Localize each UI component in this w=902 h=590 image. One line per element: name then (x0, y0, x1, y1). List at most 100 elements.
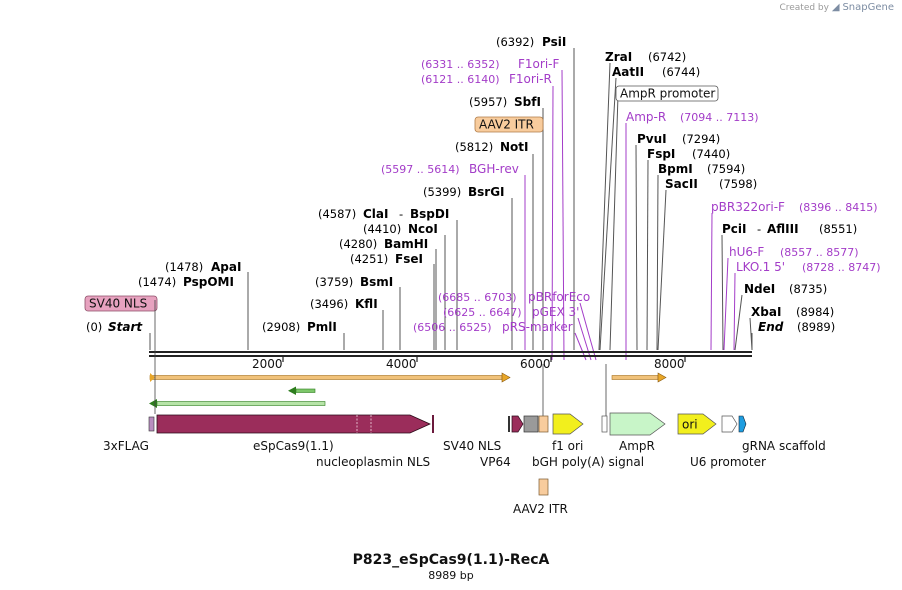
site-pos-xbaI: (8984) (796, 305, 834, 319)
site-name-start: Start (108, 320, 143, 334)
site-name-end: End (758, 320, 784, 334)
feature-ori (677, 413, 717, 435)
site-pos-bsmI: (3759) (315, 275, 353, 289)
site-name-notI: NotI (500, 140, 529, 154)
tick-8000: 8000 (654, 357, 685, 371)
primer-range-hu6-f: (8557 .. 8577) (780, 246, 859, 259)
ampr-promoter-tag (615, 85, 719, 102)
site-name-pmlI: PmlI (307, 320, 337, 334)
feature-track: ori (148, 300, 747, 496)
site-name-psiI: PsiI (542, 35, 566, 49)
primer-name-amp-r: Amp-R (626, 110, 666, 124)
site-name-fspI: FspI (647, 147, 675, 161)
watermark-brand: SnapGene (842, 2, 894, 13)
watermark-prefix: Created by (779, 3, 829, 13)
primer-name-prs-marker: pRS-marker (502, 320, 573, 334)
primer-range-prs-marker: (6506 .. 6525) (413, 321, 492, 334)
site-pos-ncoI: (4410) (363, 222, 401, 236)
site-name-bpmI: BpmI (658, 162, 693, 176)
site-pos-sacII: (7598) (719, 177, 757, 191)
ruler-tick-labels: 2000 4000 6000 8000 (252, 357, 685, 371)
feature-ampr (609, 412, 666, 436)
site-name-ncoI: NcoI (408, 222, 438, 236)
site-pos-bpmI: (7594) (707, 162, 745, 176)
site-pos-aatII: (6744) (662, 65, 700, 79)
dna-backbone (149, 351, 752, 362)
primer-name-bgh-rev: BGH-rev (469, 162, 519, 176)
site-name-fseI: FseI (395, 252, 423, 266)
ampr-promoter-tag-label: AmpR promoter (620, 87, 715, 101)
site-pos-fspI: (7440) (692, 147, 730, 161)
primer-name-pbr322ori-f: pBR322ori-F (711, 200, 785, 214)
feature-label-3xflag: 3xFLAG (103, 439, 149, 453)
feature-label-espcas9: eSpCas9(1.1) (253, 439, 334, 453)
feature-vp64 (511, 415, 524, 433)
tick-2000: 2000 (252, 357, 283, 371)
left-site-labels: (6392) PsiI (6331 .. 6352) F1ori-F (6121… (84, 35, 590, 334)
feature-u6-promoter (721, 415, 738, 433)
primer-leader-lines (524, 69, 736, 361)
site-pos-ndeI: (8735) (789, 282, 827, 296)
site-pos-bamhI: (4280) (339, 237, 377, 251)
feature-3xflag (148, 416, 155, 432)
site-name-bamhI: BamHI (384, 237, 428, 251)
primer-name-f1ori-f: F1ori-F (518, 57, 559, 71)
feature-aav2-itr-2 (538, 478, 549, 496)
site-pos-zraI: (6742) (648, 50, 686, 64)
site-name-claI: ClaI (363, 207, 388, 221)
site-pos-end: (8989) (797, 320, 835, 334)
map-title: P823_eSpCas9(1.1)-RecA (353, 552, 550, 568)
feature-label-aav2-itr-bottom: AAV2 ITR (513, 502, 568, 516)
feature-ampr-promoter (601, 415, 608, 433)
primer-range-pbrforeco: (6685 .. 6703) (438, 291, 517, 304)
feature-label-ampr: AmpR (619, 439, 655, 453)
feature-label-u6: U6 promoter (690, 455, 766, 469)
primer-name-pbrforeco: pBRforEco (528, 290, 590, 304)
feature-espcas9 (156, 414, 431, 434)
primer-range-pgex3: (6625 .. 6647) (443, 306, 522, 319)
site-pos-pvuI: (7294) (682, 132, 720, 146)
site-name-ndeI: NdeI (744, 282, 775, 296)
aav2-itr-tag-label: AAV2 ITR (479, 118, 534, 132)
primer-range-bgh-rev: (5597 .. 5614) (381, 163, 460, 176)
snapgene-logo-icon: ◢ (831, 2, 840, 13)
snapgene-watermark: Created by ◢ SnapGene (779, 2, 894, 13)
site-name-aflIII: AflIII (767, 222, 799, 236)
site-pos-psiI: (6392) (496, 35, 534, 49)
feature-aav2-itr (538, 415, 549, 433)
feature-label-bgh: bGH poly(A) signal (532, 455, 644, 469)
primer-name-hu6-f: hU6-F (729, 245, 764, 259)
tick-6000: 6000 (520, 357, 551, 371)
primer-range-f1ori-f: (6331 .. 6352) (421, 58, 500, 71)
site-name-kflI: KflI (355, 297, 378, 311)
site-separator-right: - (757, 222, 761, 236)
site-name-pciI: PciI (722, 222, 747, 236)
site-name-bsmI: BsmI (360, 275, 393, 289)
site-pos-sbfI: (5957) (469, 95, 507, 109)
site-pos-pmlI: (2908) (262, 320, 300, 334)
primer-name-pgex3: pGEX 3' (532, 305, 579, 319)
site-name-apaI: ApaI (211, 260, 241, 274)
feature-label-grna: gRNA scaffold (742, 439, 826, 453)
site-name-sbfI: SbfI (514, 95, 541, 109)
primer-range-lko15: (8728 .. 8747) (802, 261, 881, 274)
site-name-sacII: SacII (665, 177, 698, 191)
tick-4000: 4000 (386, 357, 417, 371)
aav2-itr-tag (474, 116, 544, 133)
orf-arrows (149, 372, 667, 408)
feature-bgh-polya (523, 415, 539, 433)
site-pos-fseI: (4251) (350, 252, 388, 266)
site-name-aatII: AatII (612, 65, 644, 79)
sv40-nls-tag (84, 295, 158, 312)
site-name-bspDI: BspDI (410, 207, 449, 221)
map-length: 8989 bp (428, 569, 473, 582)
site-pos-bsrgI: (5399) (423, 185, 461, 199)
site-separator: - (399, 207, 403, 221)
feature-label-f1ori: f1 ori (552, 439, 583, 453)
site-name-zraI: ZraI (605, 50, 632, 64)
primer-range-f1ori-r: (6121 .. 6140) (421, 73, 500, 86)
site-name-pvuI: PvuI (637, 132, 667, 146)
primer-range-amp-r: (7094 .. 7113) (680, 111, 759, 124)
site-pos-apaI: (1478) (165, 260, 203, 274)
